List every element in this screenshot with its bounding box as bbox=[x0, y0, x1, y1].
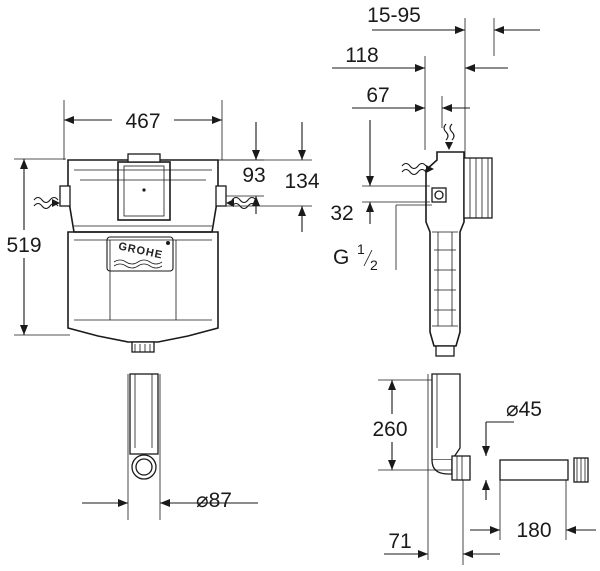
label-519: 519 bbox=[6, 234, 41, 257]
dim-134: 134 bbox=[218, 122, 320, 232]
side-body bbox=[425, 151, 493, 357]
dim-width-467: 467 bbox=[63, 100, 223, 160]
wavy-arrow-icon-top bbox=[443, 123, 455, 150]
mounting-frame bbox=[463, 157, 493, 219]
dim-15-95: 15-95 bbox=[367, 4, 540, 160]
dim-180: 180 bbox=[470, 514, 596, 542]
wavy-arrow-icon-right bbox=[226, 196, 257, 210]
dim-height-519: 519 bbox=[0, 158, 70, 336]
wavy-arrow-icon-left bbox=[33, 196, 60, 210]
side-view: 15-95 118 67 bbox=[330, 4, 596, 565]
flush-pipe-side bbox=[427, 373, 471, 560]
thread-label: G 1 2 bbox=[333, 204, 432, 273]
label-67: 67 bbox=[366, 84, 389, 107]
front-view: 467 519 GROHE bbox=[0, 100, 320, 520]
left-inlet bbox=[59, 185, 71, 207]
grohe-logo-text: GROHE bbox=[117, 240, 164, 261]
label-15-95: 15-95 bbox=[367, 4, 421, 27]
label-thread-den: 2 bbox=[370, 257, 378, 273]
wavy-arrow-icon-side bbox=[401, 162, 434, 176]
label-467: 467 bbox=[125, 110, 160, 133]
dim-260: 260 bbox=[362, 379, 452, 471]
dim-93: 93 bbox=[218, 122, 266, 214]
dim-118: 118 bbox=[332, 44, 508, 150]
top-cap bbox=[127, 153, 161, 163]
label-thread-num: 1 bbox=[357, 241, 365, 257]
label-134: 134 bbox=[284, 170, 319, 193]
dim-32: 32 bbox=[330, 120, 430, 225]
label-diameter-87: ⌀87 bbox=[196, 489, 232, 512]
label-260: 260 bbox=[372, 418, 407, 441]
dim-71: 71 bbox=[384, 480, 500, 565]
label-93: 93 bbox=[242, 164, 265, 187]
grohe-logo bbox=[106, 236, 174, 272]
flush-pipe-front bbox=[127, 373, 161, 520]
label-32: 32 bbox=[330, 202, 353, 225]
label-180: 180 bbox=[516, 519, 551, 542]
label-thread-g: G bbox=[333, 246, 349, 269]
cistern-upper-body bbox=[67, 159, 219, 233]
dim-diameter-87: ⌀87 bbox=[82, 489, 258, 512]
flush-outlet bbox=[131, 341, 155, 353]
right-inlet bbox=[215, 185, 227, 207]
dim-67: 67 bbox=[352, 84, 470, 128]
cistern-lower-body bbox=[67, 231, 219, 343]
label-71: 71 bbox=[388, 530, 411, 553]
label-diameter-45: ⌀45 bbox=[506, 398, 542, 421]
label-118: 118 bbox=[345, 44, 378, 67]
dim-diameter-45: ⌀45 bbox=[482, 398, 542, 500]
